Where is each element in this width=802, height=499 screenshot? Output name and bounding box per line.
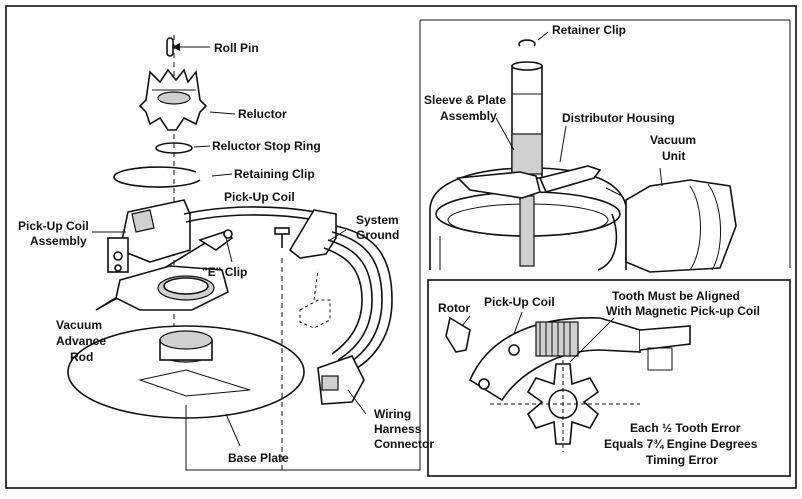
label-wiring-3: Connector xyxy=(374,437,434,451)
label-sleeve-plate: Sleeve & Plate xyxy=(424,93,506,107)
label-rotor: Rotor xyxy=(438,301,470,315)
label-roll-pin: Roll Pin xyxy=(214,41,259,55)
alignment-inset xyxy=(427,279,791,477)
label-vacuum-advance-2: Advance xyxy=(56,334,106,348)
label-tooth-aligned: Tooth Must be Aligned xyxy=(612,289,740,303)
pick-up-coil-assembly xyxy=(92,199,317,273)
wiring-harness xyxy=(274,209,393,373)
retaining-clip xyxy=(113,166,233,188)
label-engine-degrees: Equals 7¾ Engine Degrees xyxy=(604,437,758,451)
housing-view xyxy=(420,19,791,273)
inset-labels: Rotor Pick-Up Coil Tooth Must be Aligned… xyxy=(438,289,760,467)
inset-frame xyxy=(427,279,791,477)
reluctor-stop-ring xyxy=(155,142,211,154)
label-vacuum-advance: Vacuum xyxy=(56,318,102,332)
harness-connector xyxy=(317,355,367,415)
label-system-ground-2: Ground xyxy=(356,228,399,242)
label-pick-up-coil: Pick-Up Coil xyxy=(224,190,295,204)
label-system-ground: System xyxy=(356,213,399,227)
label-pick-up-coil-assembly-2: Assembly xyxy=(30,234,87,248)
rotor xyxy=(445,316,471,353)
connection-line xyxy=(185,20,421,471)
label-e-clip: "E" Clip xyxy=(202,265,247,279)
label-inset-pick-up-coil: Pick-Up Coil xyxy=(484,295,555,309)
label-distributor-housing: Distributor Housing xyxy=(562,111,675,125)
outer-frame xyxy=(5,5,797,489)
roll-pin xyxy=(166,37,210,57)
label-vacuum-unit: Vacuum xyxy=(650,133,696,147)
pickup-plate xyxy=(115,265,229,311)
vacuum-unit xyxy=(625,179,737,273)
retainer-clip xyxy=(518,31,549,47)
housing-labels: Retainer Clip Sleeve & Plate Assembly Di… xyxy=(424,23,696,163)
ground-screw xyxy=(274,227,290,248)
label-timing-error: Timing Error xyxy=(646,453,718,467)
label-wiring: Wiring xyxy=(374,407,411,421)
label-reluctor-stop-ring: Reluctor Stop Ring xyxy=(212,139,321,153)
label-reluctor: Reluctor xyxy=(238,107,287,121)
label-sleeve-plate-2: Assembly xyxy=(440,109,497,123)
label-tooth-aligned-2: With Magnetic Pick-up Coil xyxy=(606,304,760,318)
label-retainer-clip: Retainer Clip xyxy=(552,23,626,37)
label-pick-up-coil-assembly: Pick-Up Coil xyxy=(18,219,89,233)
exploded-view xyxy=(67,20,421,471)
reluctor xyxy=(138,68,236,131)
label-retaining-clip: Retaining Clip xyxy=(234,167,315,181)
label-vacuum-advance-3: Rod xyxy=(70,350,93,364)
label-vacuum-unit-2: Unit xyxy=(662,149,685,163)
left-labels: Roll Pin Reluctor Reluctor Stop Ring Ret… xyxy=(18,41,434,465)
label-tooth-error: Each ½ Tooth Error xyxy=(630,421,741,435)
base-plate xyxy=(67,325,305,447)
label-wiring-2: Harness xyxy=(374,422,422,436)
label-base-plate: Base Plate xyxy=(228,451,289,465)
